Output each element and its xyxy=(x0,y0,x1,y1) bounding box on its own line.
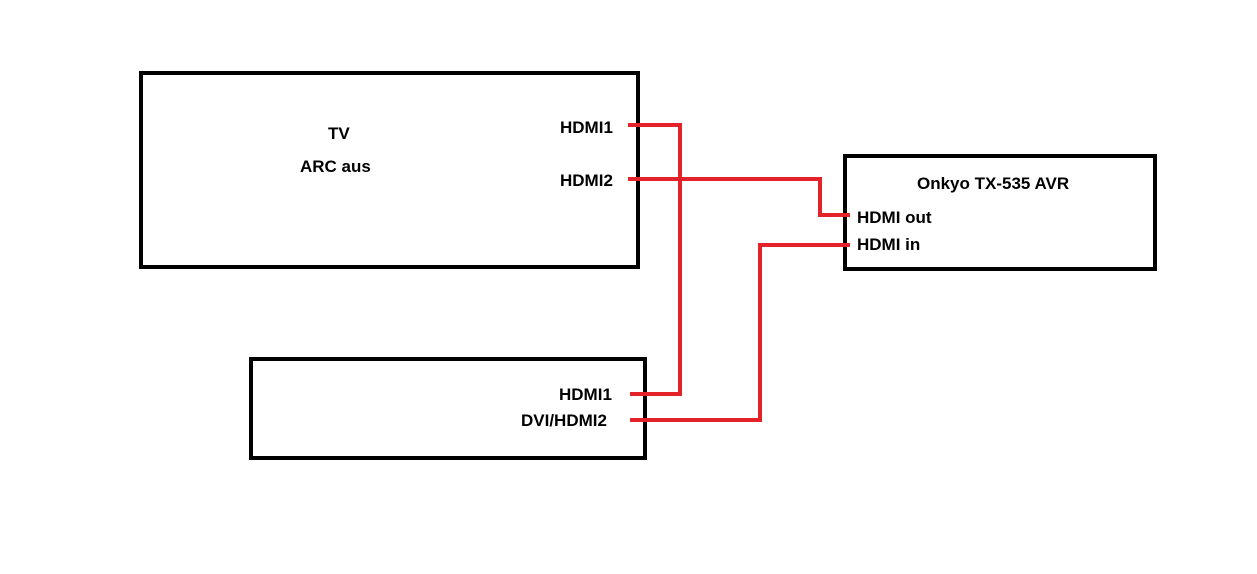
source-port-dvi-hdmi2: DVI/HDMI2 xyxy=(521,411,607,430)
cable-tv-hdmi2-to-avr-hdmi-out xyxy=(628,177,850,217)
avr-port-hdmi-out: HDMI out xyxy=(857,208,932,227)
tv-title: TV xyxy=(328,124,350,143)
tv-port-hdmi1: HDMI1 xyxy=(560,118,613,137)
source-port-hdmi1: HDMI1 xyxy=(559,385,612,404)
source-device-box xyxy=(249,357,647,460)
avr-port-hdmi-in: HDMI in xyxy=(857,235,921,254)
cable-tv-hdmi1-to-source-hdmi1 xyxy=(628,123,682,396)
tv-port-hdmi2: HDMI2 xyxy=(560,171,613,190)
avr-title: Onkyo TX-535 AVR xyxy=(917,174,1070,193)
tv-box xyxy=(139,71,640,269)
cable-source-dvi-hdmi2-to-avr-hdmi-in xyxy=(630,243,850,422)
tv-subtitle: ARC aus xyxy=(300,157,371,176)
avr-box xyxy=(843,154,1157,271)
